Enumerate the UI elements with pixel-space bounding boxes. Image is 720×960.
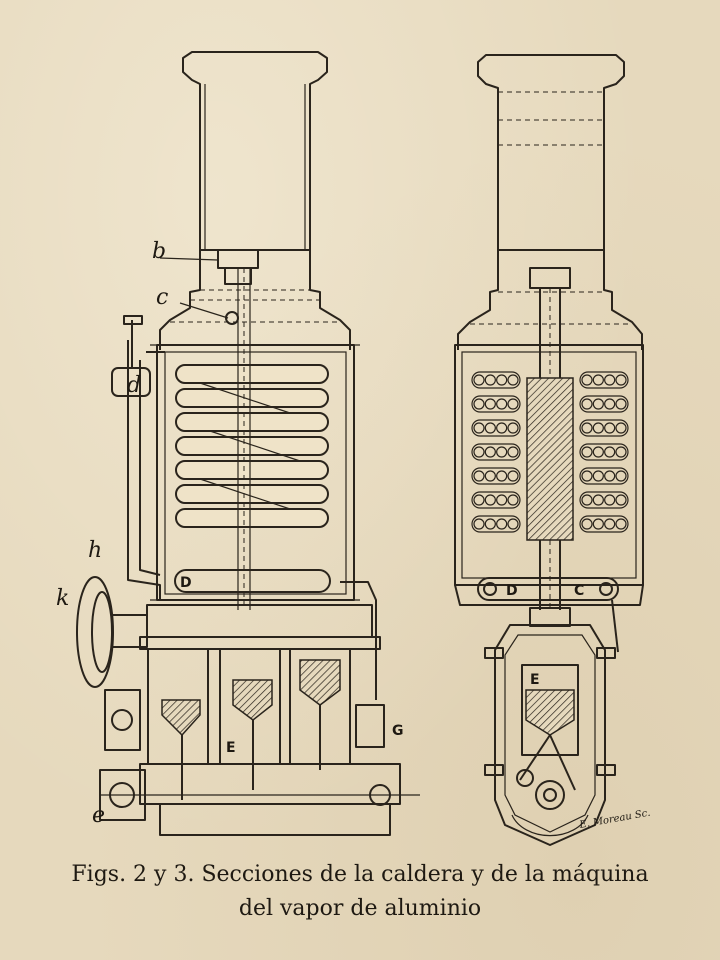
- coil-ring: [615, 446, 627, 458]
- coil-ring: [615, 374, 627, 386]
- coil-band: [579, 443, 629, 461]
- coil-ring: [507, 374, 519, 386]
- coil-ring: [496, 398, 508, 410]
- coil-ring: [604, 470, 616, 482]
- coil-ring: [473, 398, 485, 410]
- coil-ring: [473, 494, 485, 506]
- coil-ring: [507, 518, 519, 530]
- coil-ring: [592, 422, 604, 434]
- coil-band: [471, 443, 521, 461]
- coil-band: [471, 395, 521, 413]
- coil-ring: [507, 470, 519, 482]
- coil-band: [471, 419, 521, 437]
- coil-ring: [484, 470, 496, 482]
- coil-ring: [484, 398, 496, 410]
- coil-ring: [581, 446, 593, 458]
- coil-band: [471, 491, 521, 509]
- label-G: G: [392, 723, 404, 739]
- coil-ring: [592, 518, 604, 530]
- figure-3-boiler-engine-section: [454, 54, 644, 846]
- coil-ring: [592, 398, 604, 410]
- coil-band: [579, 467, 629, 485]
- coil-ring: [581, 470, 593, 482]
- coil-ring: [484, 494, 496, 506]
- coil-ring: [484, 374, 496, 386]
- coil-ring: [581, 422, 593, 434]
- coil-ring: [496, 470, 508, 482]
- coil-band: [471, 515, 521, 533]
- coil-ring: [507, 446, 519, 458]
- label-d: d: [127, 373, 141, 398]
- label-e: e: [92, 803, 105, 828]
- coil-ring: [604, 422, 616, 434]
- coil-ring: [604, 494, 616, 506]
- coil-band: [579, 491, 629, 509]
- label-C-fig3: C: [574, 583, 584, 599]
- coil-ring: [581, 518, 593, 530]
- coil-ring: [507, 494, 519, 506]
- engine-boiler-illustration: b c d h k e D E G: [56, 51, 652, 846]
- coil-ring: [615, 518, 627, 530]
- caption-line-1: Figs. 2 y 3. Secciones de la caldera y d…: [71, 862, 649, 887]
- coil-ring: [592, 374, 604, 386]
- coil-ring: [581, 494, 593, 506]
- coil-band: [579, 395, 629, 413]
- coil-ring: [592, 470, 604, 482]
- label-E: E: [226, 740, 236, 756]
- coil-ring: [484, 446, 496, 458]
- coil-ring: [615, 494, 627, 506]
- label-E-fig3: E: [530, 672, 540, 688]
- figure-2-boiler-engine-section: [76, 51, 420, 836]
- coil-ring: [604, 374, 616, 386]
- coil-ring: [473, 470, 485, 482]
- coil-ring: [473, 446, 485, 458]
- coil-ring: [496, 374, 508, 386]
- coil-band: [579, 371, 629, 389]
- caption-line-2: del vapor de aluminio: [238, 896, 482, 921]
- coil-ring: [484, 518, 496, 530]
- coil-ring: [473, 422, 485, 434]
- coil-ring: [604, 398, 616, 410]
- coil-ring: [592, 446, 604, 458]
- coil-ring: [581, 398, 593, 410]
- coil-cross-section: [471, 371, 629, 533]
- coil-ring: [496, 518, 508, 530]
- coil-band: [579, 515, 629, 533]
- coil-ring: [507, 398, 519, 410]
- label-D-fig3: D: [506, 583, 518, 599]
- coil-band: [471, 371, 521, 389]
- coil-ring: [507, 422, 519, 434]
- coil-ring: [484, 422, 496, 434]
- coil-ring: [604, 518, 616, 530]
- label-c: c: [156, 285, 168, 310]
- coil-band: [579, 419, 629, 437]
- label-b: b: [152, 239, 166, 264]
- figure-caption: Figs. 2 y 3. Secciones de la caldera y d…: [0, 858, 720, 926]
- coil-band: [471, 467, 521, 485]
- label-D: D: [180, 575, 192, 591]
- coil-ring: [473, 374, 485, 386]
- coil-ring: [615, 470, 627, 482]
- coil-ring: [496, 446, 508, 458]
- coil-ring: [496, 422, 508, 434]
- label-k: k: [56, 586, 69, 611]
- coil-ring: [615, 398, 627, 410]
- engraver-signature: E. Moreau Sc.: [578, 808, 652, 831]
- coil-ring: [496, 494, 508, 506]
- coil-ring: [592, 494, 604, 506]
- coil-ring: [581, 374, 593, 386]
- coil-ring: [604, 446, 616, 458]
- heating-coils: [175, 364, 329, 528]
- coil-ring: [615, 422, 627, 434]
- label-h: h: [88, 538, 102, 563]
- coil-ring: [473, 518, 485, 530]
